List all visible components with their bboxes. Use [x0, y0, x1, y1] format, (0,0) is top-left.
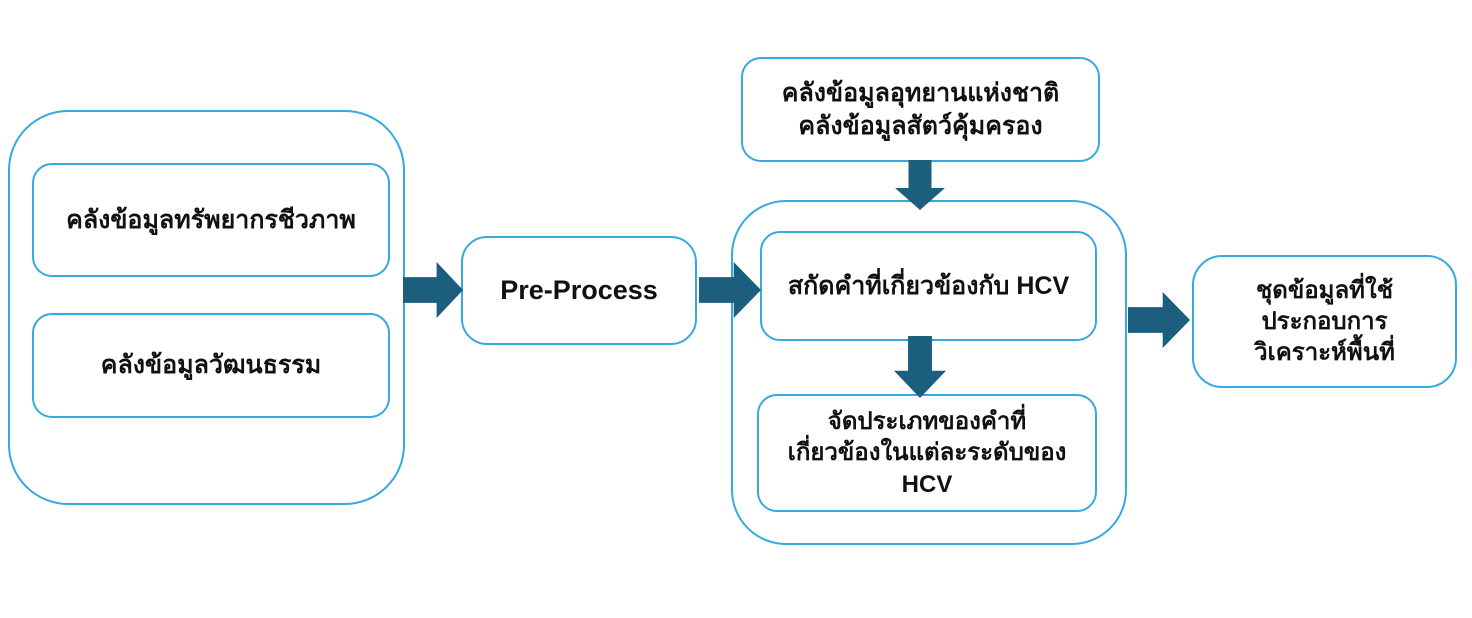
culture-db-label: คลังข้อมูลวัฒนธรรม [100, 351, 322, 380]
preprocess-box: Pre-Process [461, 236, 697, 345]
classify-hcv-keywords-label: จัดประเภทของคำที่ เกี่ยวข้องในแต่ละระดับ… [787, 408, 1067, 498]
national-park-protected-animals-db-box: คลังข้อมูลอุทยานแห่งชาติ คลังข้อมูลสัตว์… [741, 57, 1100, 162]
output-dataset-label: ชุดข้อมูลที่ใช้ ประกอบการ วิเคราะห์พื้นท… [1254, 276, 1395, 367]
extract-hcv-keywords-label: สกัดคำที่เกี่ยวข้องกับ HCV [787, 271, 1070, 300]
bio-resources-db-box: คลังข้อมูลทรัพยากรชีวภาพ [32, 163, 390, 277]
extract-hcv-keywords-box: สกัดคำที่เกี่ยวข้องกับ HCV [760, 231, 1097, 341]
preprocess-label: Pre-Process [500, 274, 658, 305]
arrow-hcv-group-to-output-icon [1128, 292, 1190, 348]
classify-hcv-keywords-box: จัดประเภทของคำที่ เกี่ยวข้องในแต่ละระดับ… [757, 394, 1097, 512]
bio-resources-db-label: คลังข้อมูลทรัพยากรชีวภาพ [66, 205, 356, 234]
national-park-protected-animals-db-label: คลังข้อมูลอุทยานแห่งชาติ คลังข้อมูลสัตว์… [781, 79, 1060, 140]
arrow-input-to-preprocess-icon [403, 262, 463, 318]
output-dataset-box: ชุดข้อมูลที่ใช้ ประกอบการ วิเคราะห์พื้นท… [1192, 255, 1457, 388]
culture-db-box: คลังข้อมูลวัฒนธรรม [32, 313, 390, 418]
